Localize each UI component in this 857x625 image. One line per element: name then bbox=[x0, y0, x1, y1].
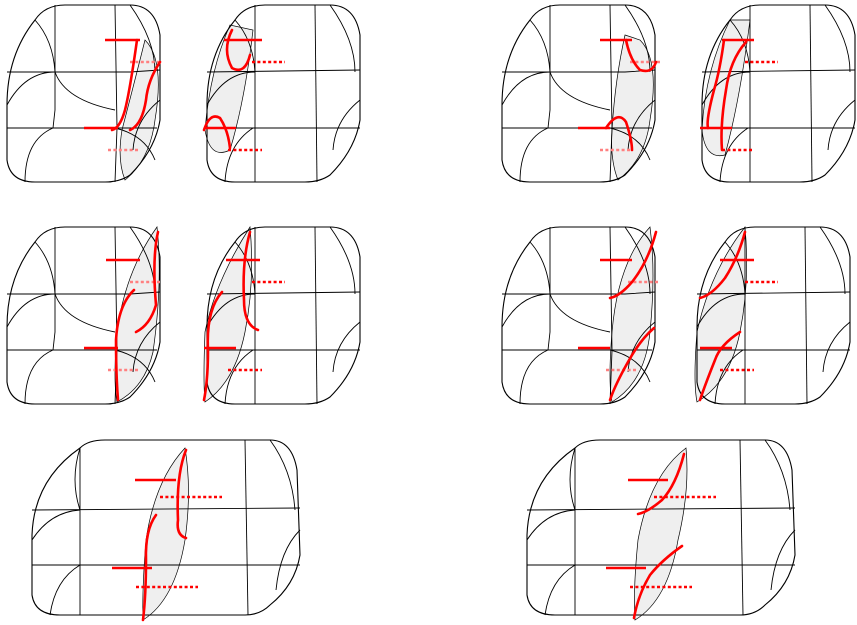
panel-row3-left bbox=[32, 440, 300, 620]
panel-row2-left bbox=[7, 227, 360, 404]
cube-front bbox=[7, 5, 160, 182]
panel-row3-right bbox=[527, 440, 795, 620]
panel-row1-left bbox=[7, 5, 360, 182]
cube-back bbox=[204, 227, 360, 404]
panel-row2-right bbox=[502, 227, 850, 404]
shaded-face bbox=[634, 448, 687, 620]
cube-back bbox=[695, 227, 850, 404]
cube-front bbox=[502, 227, 655, 404]
cube-front bbox=[7, 227, 160, 404]
cube-front bbox=[502, 5, 655, 182]
panel-row1-right bbox=[502, 5, 855, 182]
cube-back bbox=[205, 5, 360, 182]
